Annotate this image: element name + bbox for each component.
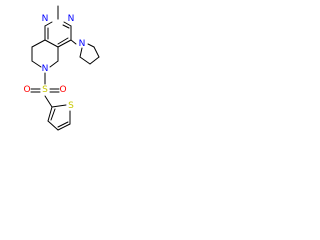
piperidine-ring: [31, 39, 59, 68]
atom-n-upper: N: [42, 14, 49, 24]
pyrrolidine-link-bond: [70, 39, 77, 45]
atom-n-ring: N: [42, 64, 49, 74]
s-thiophene-bond: [44, 95, 53, 108]
atom-s-thiophene: S: [68, 101, 74, 111]
molecule-structure: N N N N S O O S: [23, 5, 100, 131]
atom-n-pyrrolidine: N: [79, 39, 86, 49]
thiophene-ring: [47, 104, 71, 131]
pyrimidine-ring: [44, 21, 72, 48]
atom-n-lower: N: [68, 14, 75, 24]
atom-o-right: O: [59, 85, 66, 95]
atom-s-sulfonyl: S: [42, 85, 48, 95]
atom-o-left: O: [23, 85, 30, 95]
pyrrolidine-ring: [79, 43, 100, 65]
